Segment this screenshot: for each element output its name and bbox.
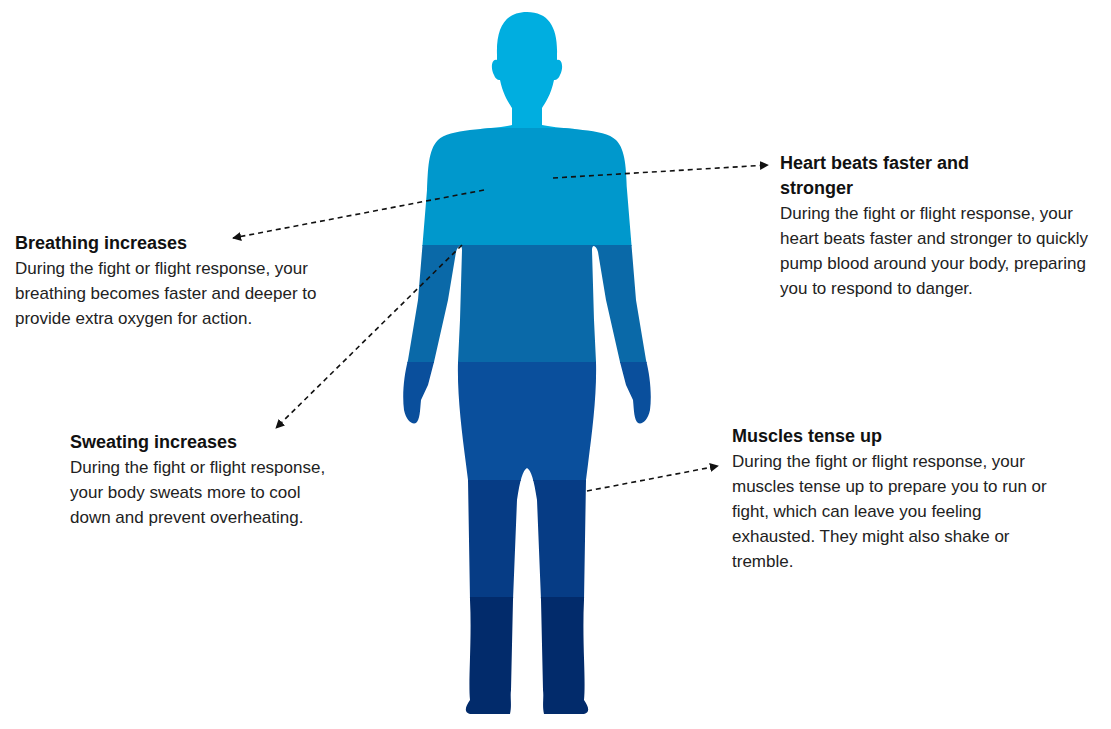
body-silhouette [380,0,680,729]
callout-text: During the fight or flight response, you… [70,455,345,530]
leader-line [553,165,768,178]
callout-heading: Heart beats faster and stronger [780,151,1020,201]
band-head [380,0,680,129]
leader-line [587,466,718,491]
band-abdomen [380,245,680,363]
callout: Heart beats faster and strongerDuring th… [780,151,1102,301]
callout-heading: Sweating increases [70,430,350,455]
band-chest [380,128,680,246]
callout-text: During the fight or flight response, you… [15,256,335,331]
callout-heading: Muscles tense up [732,424,1062,449]
band-hips [380,362,680,481]
band-knees [380,480,680,598]
callout-heading: Breathing increases [15,231,335,256]
callout: Breathing increasesDuring the fight or f… [15,231,335,331]
band-feet [380,597,680,729]
callout: Sweating increasesDuring the fight or fl… [70,430,350,530]
callout-text: During the fight or flight response, you… [732,449,1062,574]
callout-text: During the fight or flight response, you… [780,201,1102,301]
callout: Muscles tense upDuring the fight or flig… [732,424,1062,574]
leader-lines [233,165,768,491]
leader-line [233,190,484,238]
